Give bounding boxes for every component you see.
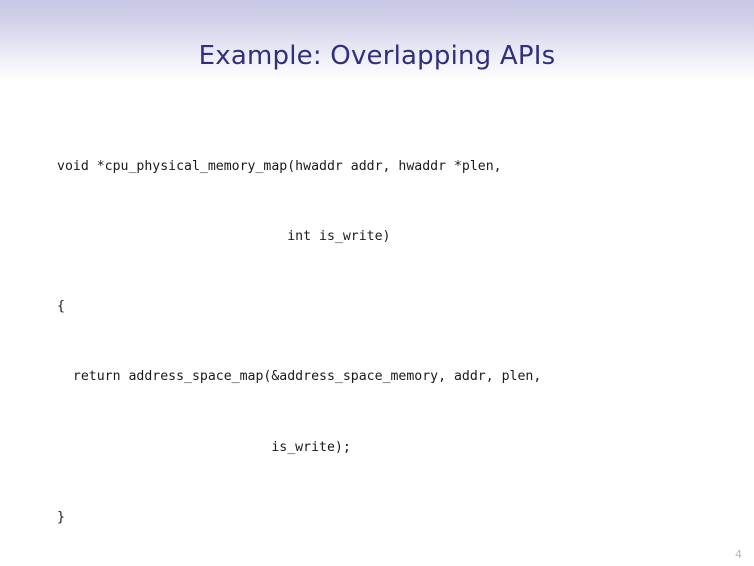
code-line: void *cpu_physical_memory_map(hwaddr add… [57, 158, 502, 174]
code-line: { [57, 299, 65, 315]
code-line: return address_space_map(&address_space_… [57, 369, 542, 385]
slide-header-gradient-band [0, 0, 754, 80]
code-block: void *cpu_physical_memory_map(hwaddr add… [57, 108, 717, 566]
code-line: is_write); [57, 439, 351, 455]
page-number: 4 [735, 548, 742, 561]
code-line: int is_write) [57, 229, 391, 245]
code-line: } [57, 509, 65, 525]
page-title: Example: Overlapping APIs [198, 41, 556, 71]
